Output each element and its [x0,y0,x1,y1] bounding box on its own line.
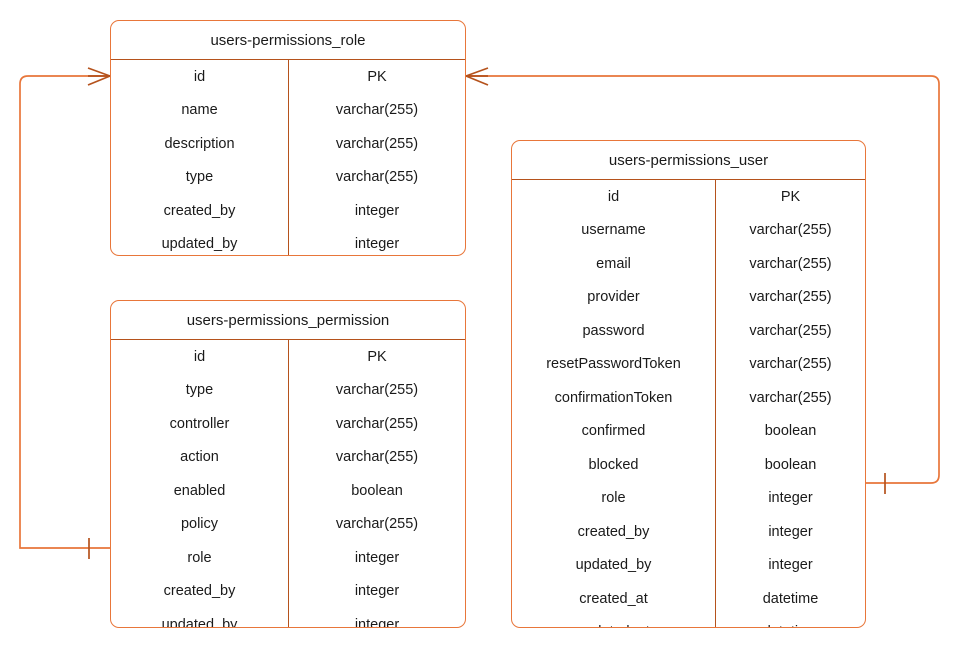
field-name: type [185,169,214,185]
field-type: varchar(255) [715,247,865,281]
entity-table-title: users-permissions_role [111,21,465,60]
field-name: type [185,382,214,398]
field-name: enabled [173,482,226,499]
field-type: PK [715,180,865,214]
entity-field-list: id PK username varchar(255) email varchar(255… [512,180,865,627]
field-name: updated_by [161,236,238,252]
field-name: confirmationToken [554,389,673,406]
field-type: datetime [715,615,865,627]
field-type: varchar(255) [288,440,465,474]
field-type: integer [715,548,865,582]
field-type: boolean [288,474,465,508]
field-type: integer [715,481,865,515]
field-type: varchar(255) [288,127,465,161]
field-name: confirmed [581,423,646,439]
field-name: provider [587,289,640,305]
field-type: varchar(255) [288,407,465,441]
field-type: varchar(255) [715,314,865,348]
field-type: PK [288,60,465,94]
field-type: datetime [715,582,865,616]
field-type: integer [288,608,465,627]
field-type: varchar(255) [288,93,465,127]
entity-field-list: id PK type varchar(255) controller varchar(25… [111,340,465,628]
entity-field-list: id PK name varchar(255) description varchar(2… [111,60,465,255]
field-name: id [193,348,206,365]
crow-foot-many-icon [87,67,111,86]
field-type: varchar(255) [715,213,865,247]
field-type: varchar(255) [288,373,465,407]
field-type: integer [288,227,465,255]
field-type: boolean [715,448,865,482]
field-type: varchar(255) [715,347,865,381]
field-name: role [601,490,626,506]
field-type: boolean [715,414,865,448]
field-type: varchar(255) [715,280,865,314]
field-name: id [193,68,206,85]
field-type: integer [288,194,465,228]
field-name: updated_at [512,616,715,627]
field-name: role [187,549,212,566]
field-name: description [164,135,235,152]
field-name: username [581,222,646,238]
field-type: integer [288,574,465,608]
entity-table-title: users-permissions_permission [111,301,465,340]
field-type: PK [288,340,465,374]
field-name: blocked [588,456,639,473]
field-type: integer [288,541,465,575]
crow-foot-many-icon [465,67,489,86]
field-name: name [181,102,218,118]
field-name: controller [169,415,230,432]
field-type: varchar(255) [715,381,865,415]
field-name: created_by [577,523,650,540]
field-name: id [607,188,620,205]
field-name: updated_by [161,616,238,628]
field-name: created_by [163,202,236,219]
field-name: email [596,255,631,272]
field-type: varchar(255) [288,160,465,194]
field-name: action [180,449,219,465]
field-type: integer [715,515,865,549]
field-name: resetPasswordToken [546,356,681,372]
relationship-permission-role [19,67,111,559]
field-name: policy [180,516,219,532]
field-name: password [582,322,645,339]
field-type: varchar(255) [288,507,465,541]
field-name: created_at [579,590,648,607]
field-name: updated_by [575,557,652,573]
field-name: created_by [163,583,236,599]
relationship-line [19,75,110,549]
entity-table-title: users-permissions_user [512,141,865,180]
